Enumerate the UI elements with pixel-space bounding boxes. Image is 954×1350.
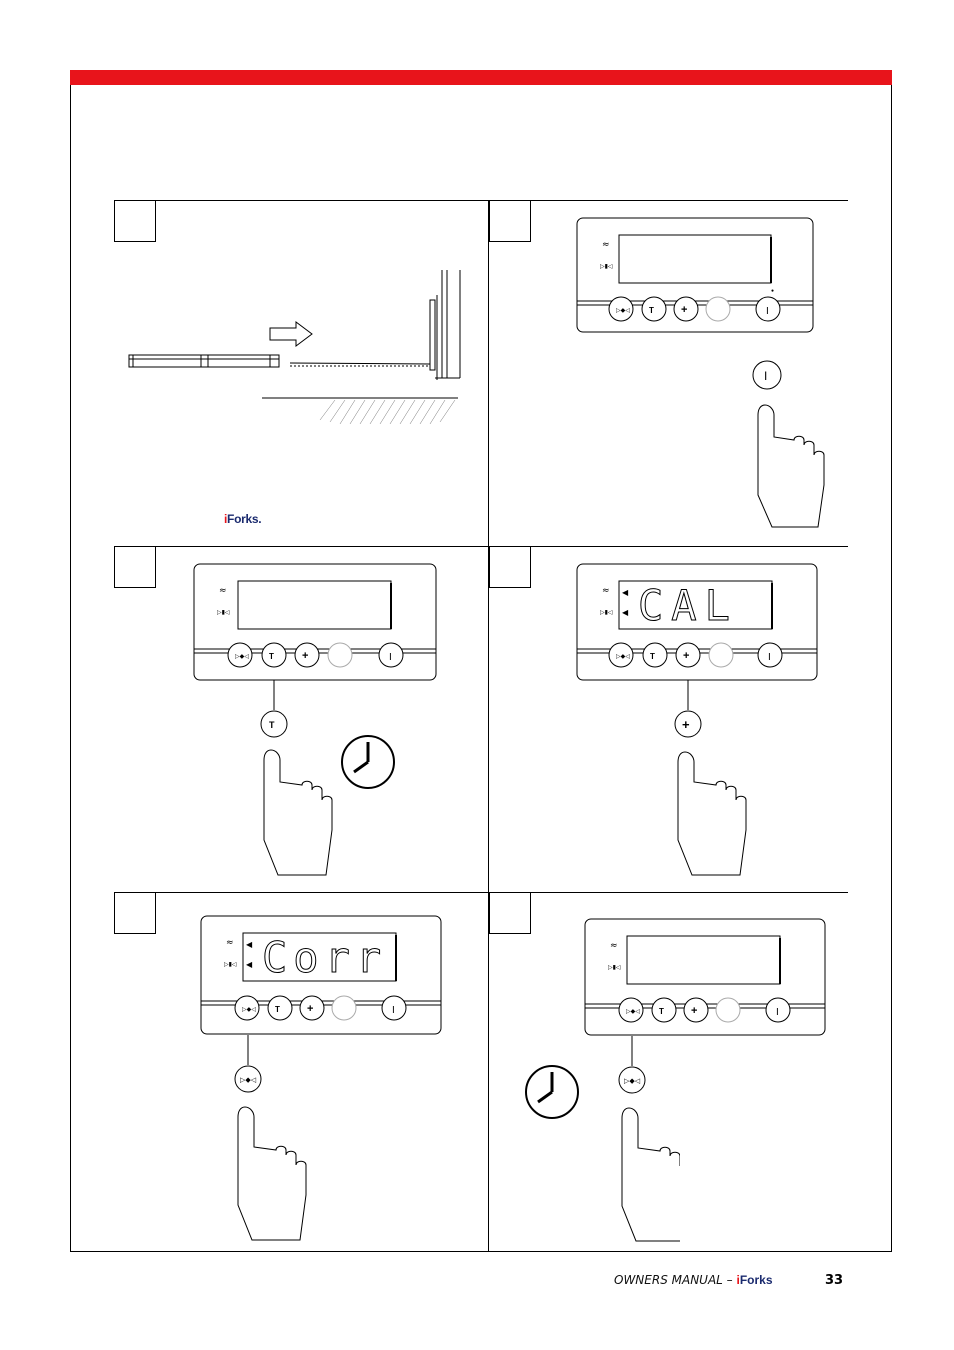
- plus-button-icon: [674, 710, 702, 738]
- svg-text:≈: ≈: [226, 938, 234, 948]
- svg-text:▷◆◁: ▷◆◁: [240, 1077, 257, 1084]
- svg-text:I: I: [389, 652, 392, 663]
- row-divider-2-right: [530, 546, 848, 547]
- svg-text:◀: ◀: [246, 940, 253, 949]
- footer-brand-i: i: [736, 1273, 740, 1287]
- step4-control-panel: ≈ ▷▮◁ ◀ ◀ CAL ▷◆◁ T + I: [576, 563, 818, 681]
- svg-text:+: +: [683, 650, 689, 662]
- svg-text:+: +: [681, 304, 687, 316]
- footer-brand-rest: Forks: [739, 1273, 773, 1287]
- step2-control-panel: ≈ ▷▮◁ ▷◆◁ T + I ●: [576, 217, 814, 333]
- header-red-bar: [70, 70, 892, 85]
- step-3-box: [114, 546, 156, 588]
- step-5-box: [114, 892, 156, 934]
- power-button-icon: [752, 360, 782, 390]
- svg-text:◀: ◀: [246, 960, 253, 969]
- fork-mounting-illustration: [128, 270, 461, 425]
- page-number: 33: [825, 1273, 844, 1288]
- row-divider-3-left: [156, 892, 488, 893]
- step-6-box: [489, 892, 531, 934]
- step-1-box: [114, 200, 156, 242]
- svg-text:I: I: [764, 369, 767, 383]
- svg-text:▷◆◁: ▷◆◁: [235, 654, 249, 660]
- step4-press-illustration: +: [674, 680, 747, 876]
- row-divider-3-right: [530, 892, 848, 893]
- svg-text:I: I: [768, 652, 771, 663]
- svg-text:▷◆◁: ▷◆◁: [624, 1078, 641, 1085]
- row-divider-1-right: [530, 200, 848, 201]
- step5-press-illustration: ▷◆◁: [234, 1035, 307, 1241]
- svg-text:◀: ◀: [622, 608, 629, 617]
- svg-text:▷◆◁: ▷◆◁: [616, 308, 630, 314]
- svg-text:I: I: [776, 1007, 779, 1018]
- page-frame: [70, 85, 892, 1252]
- logo-forks: Forks.: [227, 512, 262, 526]
- column-divider: [488, 200, 489, 1252]
- tare-button-icon: [260, 710, 288, 738]
- svg-text:+: +: [682, 717, 690, 732]
- manual-label: OWNERS MANUAL –: [614, 1273, 737, 1287]
- svg-text:≈: ≈: [610, 941, 618, 951]
- svg-text:+: +: [691, 1005, 697, 1017]
- svg-text:●: ●: [771, 288, 774, 294]
- svg-text:▷◆◁: ▷◆◁: [626, 1009, 640, 1015]
- svg-text:T: T: [650, 652, 655, 661]
- finger-press-icon: [757, 404, 825, 528]
- step6-control-panel: ≈ ▷▮◁ ▷◆◁ T + I: [584, 918, 826, 1036]
- right-arrow-icon: [269, 321, 313, 347]
- svg-text:T: T: [269, 652, 274, 661]
- step6-press-illustration: ▷◆◁: [525, 1036, 680, 1242]
- svg-text:T: T: [649, 306, 654, 315]
- plus-button: [673, 296, 699, 322]
- finger-press-icon: [677, 751, 747, 876]
- enter-button-icon: [618, 1066, 646, 1094]
- svg-text:I: I: [766, 306, 769, 317]
- svg-text:T: T: [269, 720, 275, 730]
- logo-i: i: [224, 512, 228, 526]
- finger-press-icon: [621, 1107, 680, 1242]
- weight-icon: ≈: [602, 240, 610, 250]
- svg-text:▷▮◁: ▷▮◁: [217, 609, 230, 616]
- svg-text:T: T: [275, 1005, 280, 1014]
- svg-text:▷▮◁: ▷▮◁: [600, 609, 613, 616]
- row-divider-1-left: [156, 200, 488, 201]
- tare-indicator-icon: ▷▮◁: [600, 263, 613, 270]
- svg-text:▷▮◁: ▷▮◁: [608, 964, 621, 971]
- svg-text:T: T: [659, 1007, 664, 1016]
- footer-manual-label: OWNERS MANUAL – iForks: [614, 1273, 773, 1287]
- tare-button: [641, 296, 667, 322]
- iforks-logo-small: iForks.: [224, 512, 262, 526]
- svg-text:+: +: [302, 650, 308, 662]
- menu-button: [705, 296, 731, 322]
- footer-brand: iForks: [736, 1273, 772, 1287]
- row-divider-2-left: [156, 546, 488, 547]
- step2-press-illustration: I: [752, 360, 825, 528]
- display-readout: Corr: [262, 933, 387, 982]
- svg-text:▷◆◁: ▷◆◁: [242, 1007, 256, 1013]
- finger-press-icon: [263, 749, 333, 876]
- fork-blade-icon: [128, 354, 280, 368]
- step3-press-illustration: T: [260, 680, 395, 876]
- step5-control-panel: ≈ ▷▮◁ ◀ ◀ Corr ▷◆◁ T + I: [200, 915, 442, 1035]
- svg-text:▷◆◁: ▷◆◁: [616, 654, 630, 660]
- svg-text:◀: ◀: [622, 588, 629, 597]
- power-button: [755, 296, 781, 322]
- step3-control-panel: ≈ ▷▮◁ ▷◆◁ T + I: [193, 563, 437, 681]
- svg-text:▷▮◁: ▷▮◁: [224, 961, 237, 968]
- enter-button-icon: [234, 1065, 262, 1093]
- svg-text:I: I: [392, 1005, 395, 1016]
- svg-text:≈: ≈: [219, 586, 227, 596]
- svg-text:+: +: [307, 1003, 313, 1015]
- finger-press-icon: [237, 1106, 307, 1241]
- display-readout: CAL: [638, 581, 738, 630]
- enter-button: [608, 296, 634, 322]
- svg-text:≈: ≈: [602, 586, 610, 596]
- step-2-box: [489, 200, 531, 242]
- step-4-box: [489, 546, 531, 588]
